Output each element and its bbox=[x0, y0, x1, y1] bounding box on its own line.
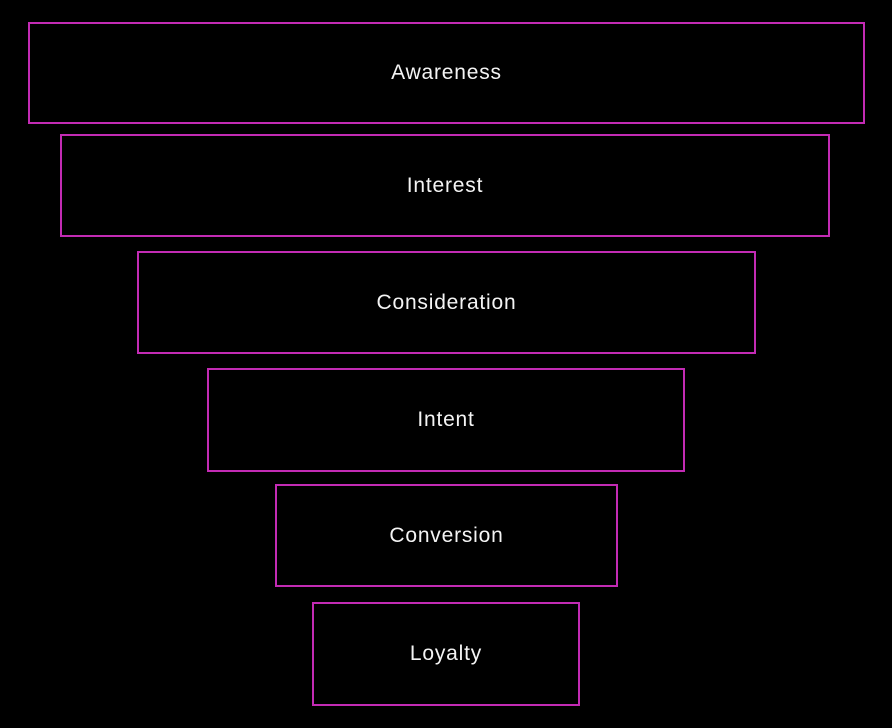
funnel-stage-intent-label: Intent bbox=[417, 408, 475, 431]
funnel-stage-consideration-label: Consideration bbox=[376, 290, 517, 314]
funnel-stage-conversion: Conversion bbox=[275, 484, 618, 587]
funnel-stage-awareness-label: Awareness bbox=[391, 61, 502, 84]
funnel-stage-intent: Intent bbox=[207, 368, 685, 472]
funnel-stage-loyalty-label: Loyalty bbox=[409, 642, 483, 665]
funnel-stage-awareness: Awareness bbox=[28, 22, 865, 124]
funnel-stage-consideration: Consideration bbox=[137, 251, 756, 354]
funnel-stage-interest: Interest bbox=[60, 134, 830, 237]
funnel-stage-interest-label: Interest bbox=[406, 173, 484, 197]
funnel-stage-loyalty: Loyalty bbox=[312, 602, 580, 706]
funnel-stage-conversion-label: Conversion bbox=[389, 523, 504, 547]
